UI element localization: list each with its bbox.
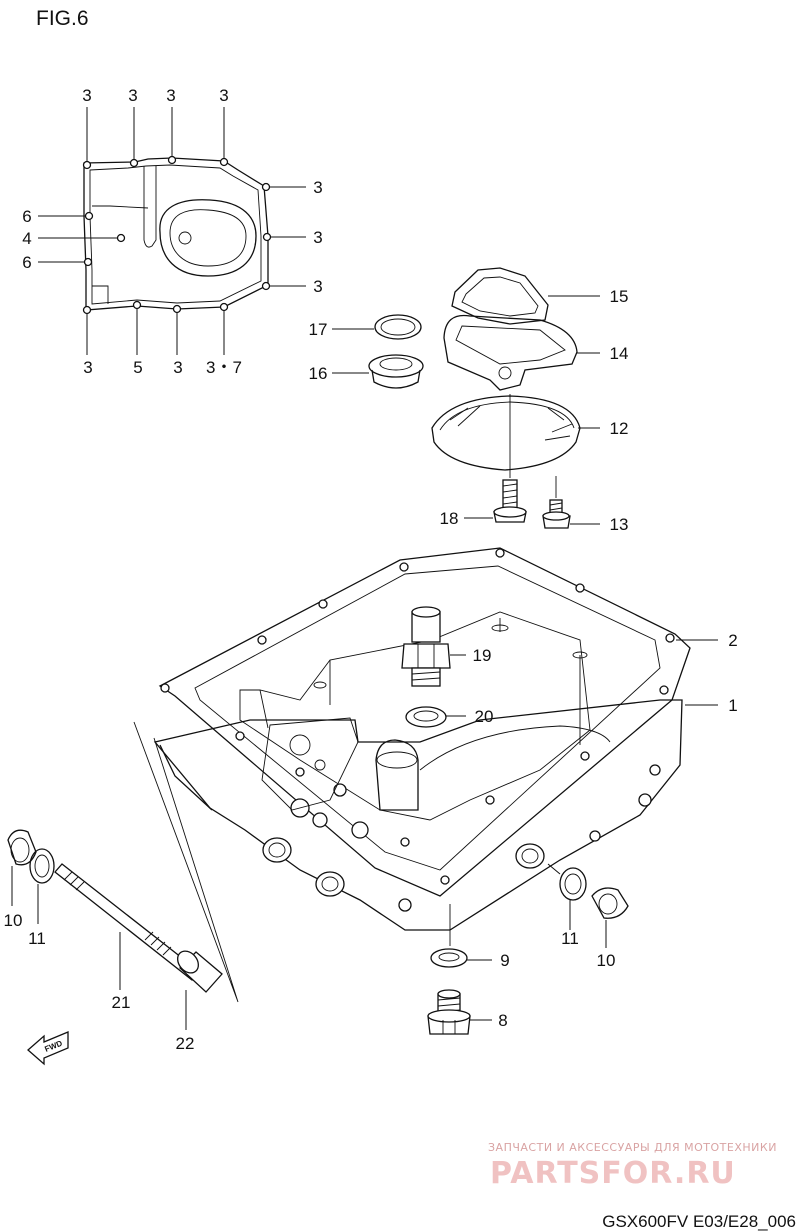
callout-11-left: 11	[28, 929, 46, 948]
watermark-tagline: ЗАПЧАСТИ И АКСЕССУАРЫ ДЛЯ МОТОТЕХНИКИ	[488, 1141, 777, 1154]
strainer-cap-14	[443, 314, 578, 391]
callout-2: 2	[728, 631, 737, 650]
callout-4: 4	[22, 229, 31, 248]
drain-bolt-8	[427, 989, 471, 1035]
callout-3e: 3	[313, 178, 322, 197]
callout-10-right: 10	[597, 951, 616, 970]
callout-3-7: 3・7	[206, 358, 242, 377]
callout-19: 19	[473, 646, 492, 665]
cap-22	[177, 950, 223, 993]
fwd-arrow-icon: FWD	[27, 1031, 69, 1066]
callout-20: 20	[475, 707, 494, 726]
gasket-leader-lines	[38, 107, 306, 355]
callout-6a: 6	[22, 207, 31, 226]
callout-3c: 3	[166, 86, 175, 105]
oil-pan-gasket-2	[158, 547, 691, 897]
callout-22: 22	[176, 1034, 195, 1053]
oil-strainer-12	[431, 394, 581, 478]
callout-11-right: 11	[561, 929, 579, 948]
watermark-logo: PARTSFOR.RU	[490, 1156, 736, 1191]
callout-3f: 3	[313, 228, 322, 247]
o-ring-17	[374, 314, 422, 340]
plug-10-right	[591, 887, 629, 919]
bolt-13	[542, 476, 571, 529]
callout-14: 14	[610, 344, 629, 363]
callout-3b: 3	[128, 86, 137, 105]
detail-wedge-lines	[133, 721, 239, 1003]
callout-16: 16	[309, 364, 328, 383]
callout-3g: 3	[313, 277, 322, 296]
oil-pan-1	[153, 611, 683, 931]
gasket-11-left	[29, 848, 55, 884]
watermark: ЗАПЧАСТИ И АКСЕССУАРЫ ДЛЯ МОТОТЕХНИКИ PA…	[488, 1141, 777, 1191]
callout-21: 21	[112, 993, 131, 1012]
footer-code: GSX600FV E03/E28_006	[602, 1212, 796, 1231]
oil-pan-gasket-outline	[82, 155, 272, 315]
callout-13: 13	[610, 515, 629, 534]
callout-15: 15	[610, 287, 629, 306]
callout-3d: 3	[219, 86, 228, 105]
strainer-gasket-15	[451, 267, 549, 325]
callout-1: 1	[728, 696, 737, 715]
callout-8: 8	[498, 1011, 507, 1030]
callout-3a: 3	[82, 86, 91, 105]
leader-11-right-pan	[547, 863, 561, 875]
figure-title: FIG.6	[36, 7, 89, 30]
callout-3i: 3	[173, 358, 182, 377]
seal-16	[368, 354, 424, 389]
plug-10-left	[7, 829, 37, 866]
gasket-11-right	[559, 867, 587, 901]
callout-labels: 3 3 3 3 3 3 3 6 4 6 3 5 3 3・7 17 16 15 1…	[4, 86, 738, 1053]
oil-pressure-switch-19	[401, 606, 451, 687]
callout-10-left: 10	[4, 911, 23, 930]
callout-17: 17	[309, 320, 328, 339]
gasket-20	[405, 706, 447, 728]
bolt-18	[493, 479, 527, 523]
callout-3h: 3	[83, 358, 92, 377]
callout-12: 12	[610, 419, 629, 438]
callout-9: 9	[500, 951, 509, 970]
callout-5: 5	[133, 358, 142, 377]
callout-6b: 6	[22, 253, 31, 272]
callout-18: 18	[440, 509, 459, 528]
gasket-9	[430, 948, 468, 968]
